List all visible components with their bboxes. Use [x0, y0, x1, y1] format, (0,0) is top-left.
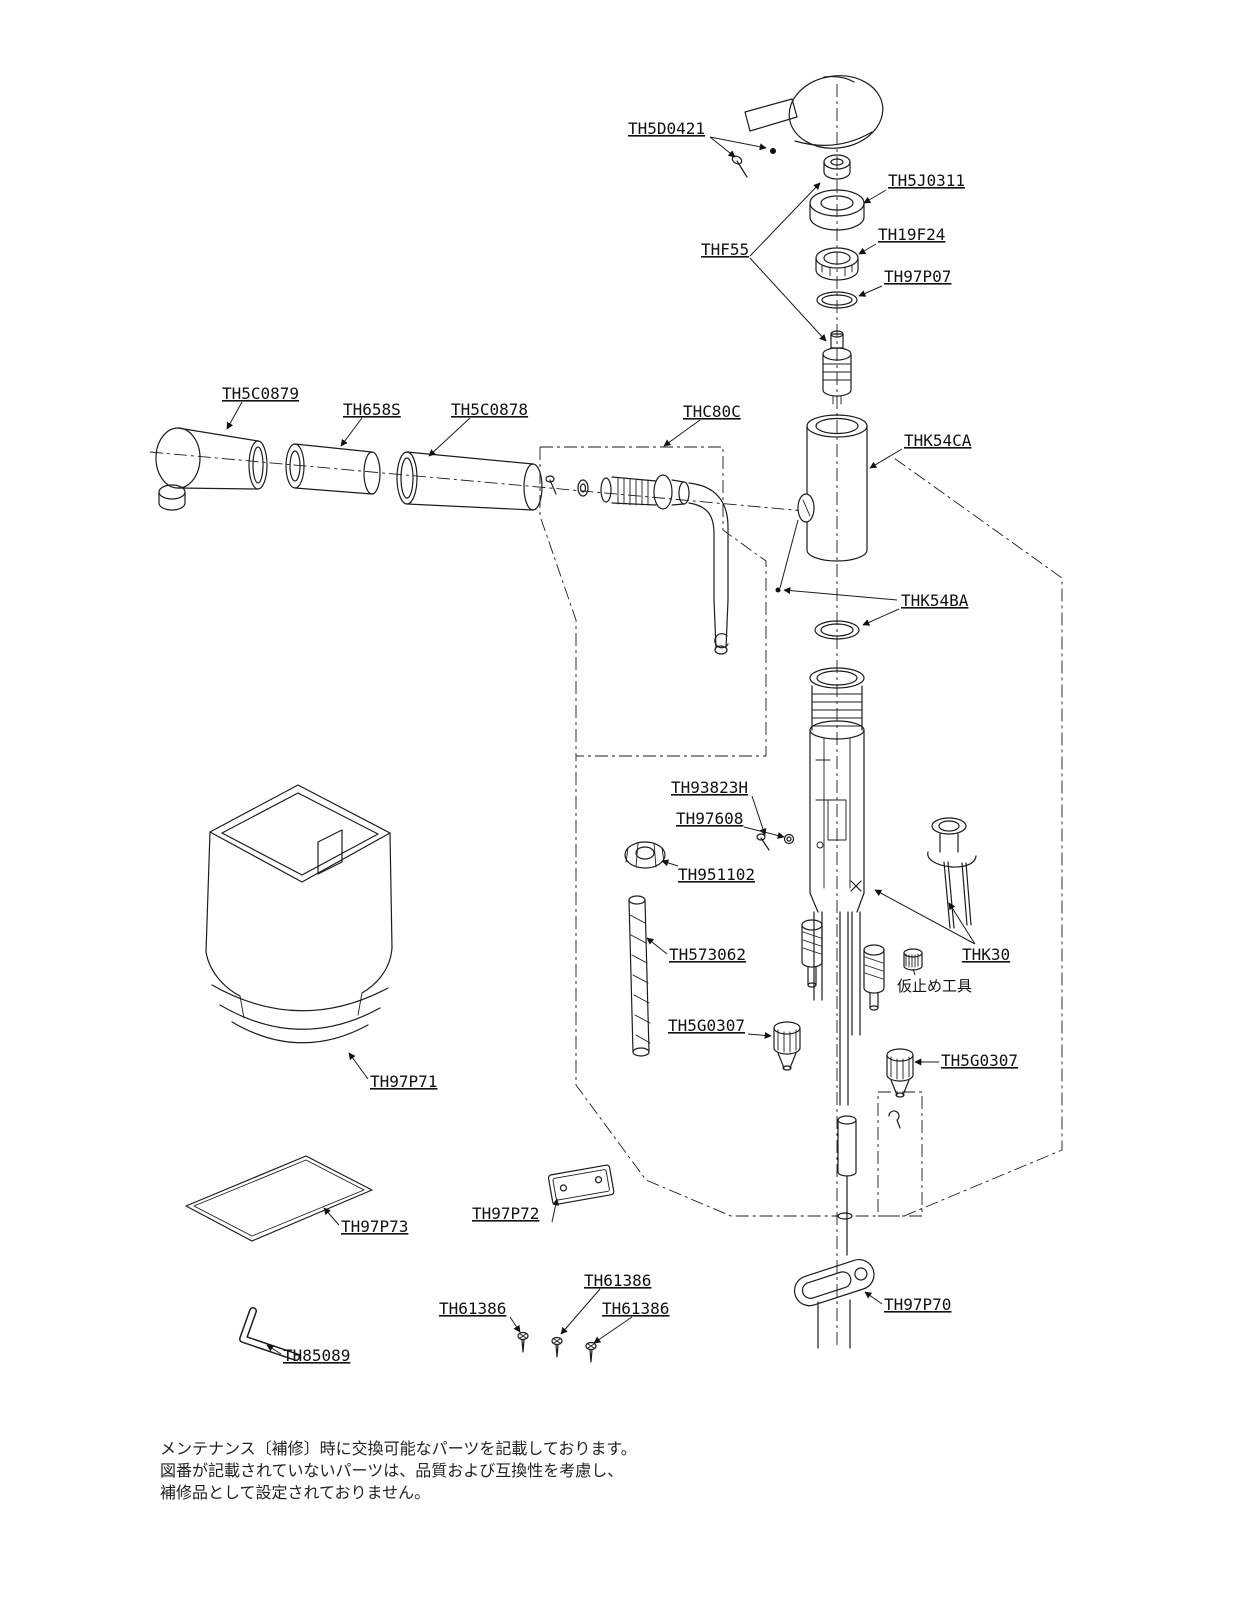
oring-thk54ba-drawing: [814, 620, 860, 640]
part-label-th573062: TH573062: [669, 945, 746, 964]
mounting-plate-drawing: [547, 1164, 615, 1206]
part-label-th97608: TH97608: [676, 809, 743, 828]
cartridge-stack-drawing: [809, 154, 865, 405]
part-label-th97p70: TH97P70: [884, 1295, 951, 1314]
hex-key-drawing: [239, 1307, 300, 1361]
part-label-thf55: THF55: [701, 240, 749, 259]
part-label-thk54ca: THK54CA: [904, 431, 972, 450]
maintenance-note-line-1: メンテナンス〔補修〕時に交換可能なパーツを記載しております。: [160, 1439, 637, 1458]
upper-body-drawing: [775, 414, 868, 593]
center-axis-lines: [149, 84, 838, 1348]
drain-cup-drawing: [205, 784, 393, 1044]
supply-connector-right-drawing: [886, 1048, 914, 1098]
spout-connector-drawing: [545, 474, 729, 655]
part-label-th97p72: TH97P72: [472, 1204, 539, 1223]
part-label-th85089: TH85089: [283, 1346, 350, 1365]
part-label-th5d0421: TH5D0421: [628, 119, 705, 138]
part-label-th97p71: TH97P71: [370, 1072, 437, 1091]
bottom-pipe-drawing: [817, 1299, 851, 1349]
part-label-th5j0311: TH5J0311: [888, 171, 965, 190]
screws-drawing: [517, 1331, 597, 1363]
part-label-th5g0307-left: TH5G0307: [668, 1016, 745, 1035]
maintenance-note-line-2: 図番が記載されていないパーツは、品質および互換性を考慮し、: [160, 1461, 623, 1480]
spout-pipe-short-drawing: [285, 443, 381, 495]
part-label-th61386-right: TH61386: [602, 1299, 669, 1318]
supply-connector-left-drawing: [773, 1021, 801, 1071]
fixing-bracket-drawing: [927, 817, 977, 929]
base-sheet-drawing: [185, 1155, 373, 1242]
part-label-th93823h: TH93823H: [671, 778, 748, 797]
part-label-th658s: TH658S: [343, 400, 401, 419]
check-valves-drawing: [801, 919, 885, 1011]
part-label-th5c0878: TH5C0878: [451, 400, 528, 419]
part-label-thk54ba: THK54BA: [901, 591, 969, 610]
small-screw-washer-drawing: [756, 833, 795, 851]
part-label-thc80c: THC80C: [683, 402, 741, 421]
temporary-fixing-tool-drawing: [903, 948, 923, 971]
part-label-th5c0879: TH5C0879: [222, 384, 299, 403]
spout-head-drawing: [155, 427, 268, 511]
mounting-nut-drawing: [624, 841, 666, 869]
maintenance-note: メンテナンス〔補修〕時に交換可能なパーツを記載しております。 図番が記載されてい…: [160, 1439, 637, 1502]
part-label-th5g0307-right: TH5G0307: [941, 1051, 1018, 1070]
part-label-th61386-left: TH61386: [439, 1299, 506, 1318]
bottom-handle-drawing: [793, 1259, 875, 1307]
faucet-handle-drawing: [731, 75, 884, 178]
part-labels: TH5D0421 TH5J0311 TH19F24 TH97P07 THF55 …: [222, 119, 1018, 1365]
part-label-thk30: THK30: [962, 945, 1010, 964]
part-label-th61386-top: TH61386: [584, 1271, 651, 1290]
part-label-th97p73: TH97P73: [341, 1217, 408, 1236]
threaded-rod-drawing: [628, 895, 651, 1057]
part-label-th951102: TH951102: [678, 865, 755, 884]
maintenance-note-line-3: 補修品として設定されておりません。: [160, 1483, 430, 1502]
part-label-th97p07: TH97P07: [884, 267, 951, 286]
part-label-temporary-fixing-tool: 仮止め工具: [897, 977, 972, 995]
spout-pipe-long-drawing: [396, 451, 543, 511]
leader-lines: [226, 136, 976, 1355]
counter-outline-dashdot: [539, 446, 1063, 1220]
center-hose-drawing: [837, 1110, 901, 1256]
part-label-th19f24: TH19F24: [878, 225, 945, 244]
